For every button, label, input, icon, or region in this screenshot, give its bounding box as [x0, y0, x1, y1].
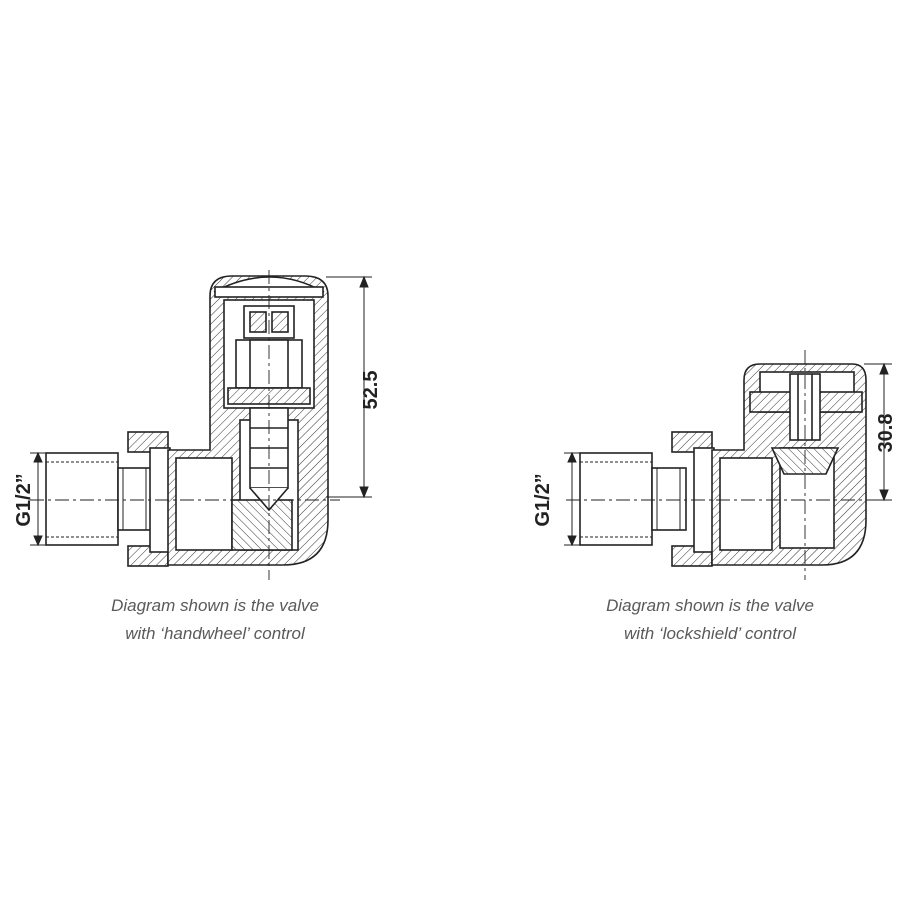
page-background: [0, 0, 900, 208]
lockshield-caption: Diagram shown is the valve with ‘lockshi…: [535, 592, 885, 648]
lockshield-caption-line-1: Diagram shown is the valve: [606, 596, 814, 615]
left-inlet-pipe: [45, 452, 153, 546]
handwheel-caption: Diagram shown is the valve with ‘handwhe…: [40, 592, 390, 648]
handwheel-valve-drawing: [30, 270, 372, 580]
left-height-dimension: [326, 275, 372, 499]
right-height-dimension: [864, 362, 892, 502]
handwheel-caption-line-2: with ‘handwheel’ control: [125, 624, 305, 643]
lockshield-pipe-size-label: G1/2”: [532, 473, 554, 526]
handwheel-height-label: 52.5: [360, 371, 382, 410]
handwheel-caption-line-1: Diagram shown is the valve: [111, 596, 319, 615]
handwheel-pipe-size-label: G1/2”: [13, 473, 35, 526]
lockshield-valve-drawing: [564, 350, 892, 580]
handwheel-cap: [213, 276, 325, 298]
lockshield-caption-line-2: with ‘lockshield’ control: [624, 624, 796, 643]
right-inlet-pipe: [579, 452, 687, 546]
lockshield-height-label: 30.8: [875, 414, 897, 453]
left-pipe-dimension: [30, 451, 46, 547]
right-pipe-dimension: [564, 451, 580, 547]
